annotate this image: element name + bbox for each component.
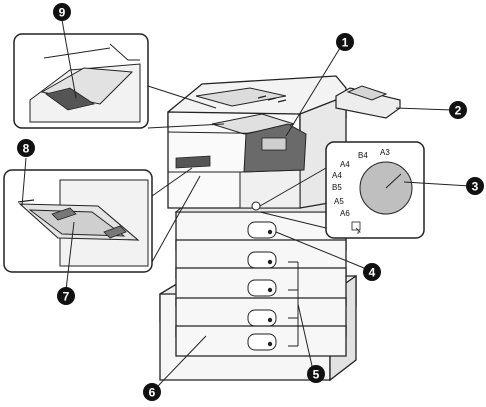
callout-4-label: 4 (369, 266, 376, 280)
callout-9: 9 (53, 3, 71, 21)
dial-label-a4-portrait: A4 (340, 160, 350, 169)
inset-output-tray (13, 33, 149, 129)
callout-6: 6 (143, 383, 161, 401)
callout-7-label: 7 (63, 290, 70, 304)
callout-2-label: 2 (455, 104, 462, 118)
callout-3-label: 3 (472, 180, 479, 194)
callout-6-label: 6 (149, 386, 156, 400)
dial-label-a4-landscape: A4 (332, 171, 342, 180)
callout-4: 4 (363, 263, 381, 281)
dial-other-size-icon (351, 221, 361, 234)
leader-lines (21, 19, 471, 387)
callout-markers: 1 2 3 4 5 6 7 8 (17, 3, 484, 401)
callout-7: 7 (57, 287, 75, 305)
inset-mp-tray (3, 169, 153, 273)
callout-2: 2 (449, 101, 467, 119)
callout-5: 5 (307, 365, 325, 383)
dial-label-b5: B5 (332, 183, 342, 192)
callout-1-label: 1 (342, 36, 349, 50)
paper-cassette-3 (175, 267, 347, 307)
paper-cassette-5 (175, 325, 347, 357)
callout-1: 1 (336, 33, 354, 51)
paper-size-dial-inset: B4 A3 A4 A4 B5 A5 A6 (325, 141, 425, 239)
callout-9-label: 9 (59, 6, 66, 20)
dial-label-a3: A3 (380, 148, 390, 157)
callout-3: 3 (466, 177, 484, 195)
callout-5-label: 5 (313, 368, 320, 382)
dial-label-a5: A5 (334, 197, 344, 206)
callout-8-label: 8 (23, 142, 30, 156)
control-panel (243, 123, 307, 173)
dial-label-b4: B4 (358, 151, 368, 160)
paper-cassettes (174, 199, 347, 357)
dial-size-labels: B4 A3 A4 A4 B5 A5 A6 (332, 148, 390, 218)
callout-8: 8 (17, 139, 35, 157)
dial-label-a6: A6 (340, 209, 350, 218)
